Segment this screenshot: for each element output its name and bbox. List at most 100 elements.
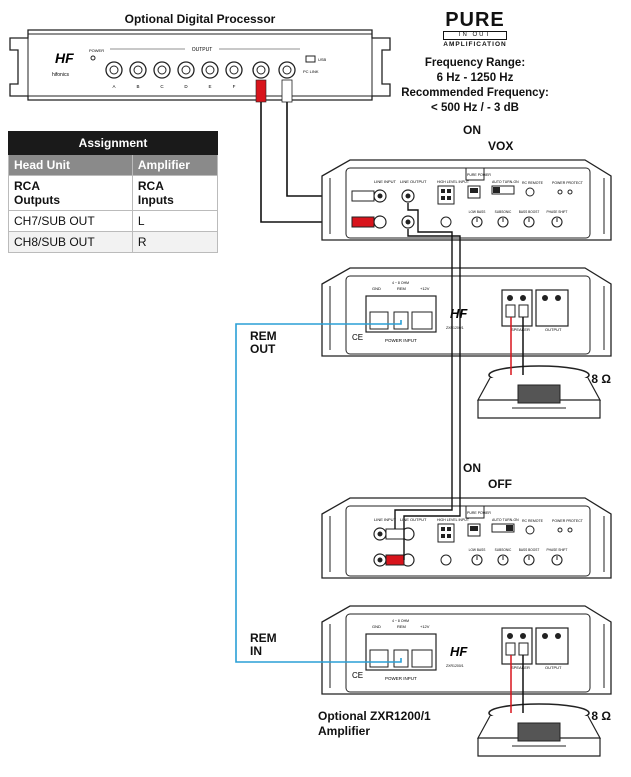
sub1-base [477,400,601,419]
amp1-auto-turn-on-switch[interactable] [491,185,515,195]
amp1-pure-power-switch-knob [470,188,478,193]
amp1-rem-label: REM [397,286,406,291]
amp2-line-output-label: LINE OUTPUT [400,517,427,522]
amp2-gnd-terminal [369,649,389,668]
amp1-pure-power-badge [465,167,485,181]
amp2-pure-power-label: PURE POWER [467,511,491,515]
amp1-bottom-faceplate [345,275,591,355]
processor-channel-label: C [160,84,164,89]
amp1-vox-label: VOX [488,139,514,153]
amp1-line-in-r-jack [373,215,387,229]
amp1-line-in-l-pin [377,193,383,199]
amp1-high-level-label: HIGH LEVEL INPUT [437,180,470,184]
output-label-bg [185,45,219,52]
processor-usb-label: USB [318,57,327,62]
amp2-off-label: OFF [488,477,512,491]
amp2-ohm-note: 4 ~ 8 OHM [392,619,409,623]
amp1-line-output-label: LINE OUTPUT [400,179,427,184]
amp2-ce-mark: CE [352,671,363,680]
processor-channel-label: F [233,84,236,89]
amp2-remote-label: RC REMOTE [522,519,544,523]
amp1-protect-led-icon [567,189,573,195]
amp2-output-terminal-block [535,627,569,665]
amp1-line-input-label: LINE INPUT [374,179,397,184]
amp2-output-screw1 [542,633,548,639]
amp-knob-label: BASS BOOST [519,210,540,214]
pc-link-port-icon [305,55,316,63]
amp-knob-label: LOW BASS [469,548,486,552]
amp1-gnd-label: GND [372,286,381,291]
amp2-12v-terminal [411,649,433,668]
frequency-range-label: Frequency Range: [424,57,526,69]
amp1-gain-knob [440,216,452,228]
processor-pc-link-label: PC LINK [303,69,319,74]
processor-rca-jack-center [256,65,266,75]
logo-word-pure: PURE [445,9,505,31]
sub2-magnet [517,722,561,742]
pure-amplification-logo: PURE IN OUT AMPLIFICATION [440,10,510,54]
amp-knob-label: PHASE SHIFT [547,548,568,552]
amp2-speaker-screw2 [520,633,526,639]
amp1-pure-power-label: PURE POWER [467,173,491,177]
amp2-power-input-label: POWER INPUT [385,676,417,681]
amp1-remote-label: RC REMOTE [522,181,544,185]
logo-word-amplification: AMPLIFICATION [443,41,507,48]
amp1-input-panel: LINE INPUT LINE OUTPUT HIGH LEVEL INPUT … [321,159,612,241]
amp2-auto-turn-on-switch-knob [506,525,513,531]
amp2-hl-pin3 [441,534,445,538]
amp2-auto-turn-on-switch[interactable] [491,523,515,533]
processor-power-label: POWER [89,48,104,53]
amp2-power-panel: CE GND REM +12V 4 ~ 8 OHM POWER INPUT HF… [321,605,612,695]
amp-knob-label: SUBSONIC [495,548,512,552]
rem-in-label: REM IN [250,631,277,658]
amp2-rem-label: REM [397,624,406,629]
processor-title: Optional Digital Processor [124,12,276,26]
processor-channel-label: B [136,84,139,89]
amp1-hl-pin3 [441,196,445,200]
white-rca-plug [281,79,293,103]
amp2-line-input-label: LINE INPUT [374,517,397,522]
amp1-power-protect-label: POWER PROTECT [552,181,584,185]
amp2-pure-power-switch-knob [470,526,478,531]
processor-brand: hifonics [52,72,69,78]
amp2-output-screw2 [555,633,561,639]
amp2-brand-mark: HF [450,644,468,659]
amp1-hl-pin2 [447,189,451,193]
chain-cable-left [394,203,453,529]
amp2-caption: Optional ZXR1200/1 Amplifier [318,709,431,739]
amp1-high-level-connector [437,185,455,205]
recommended-frequency-label: Recommended Frequency: [401,87,549,99]
red-rca-plug [255,79,267,103]
amp1-ce-mark: CE [352,333,363,342]
frequency-range-value: 6 Hz - 1250 Hz [436,72,514,84]
processor-rca-jack-center [109,65,119,75]
amp1-output-terminal-block [535,289,569,327]
processor-brand-mark: HF [55,50,74,66]
amp1-gnd-terminal [369,311,389,330]
amp2-power-led-icon [557,527,563,533]
processor-chassis [9,29,391,101]
amp2-caption-line2: Amplifier [318,724,371,738]
amp-knob-label: BASS BOOST [519,548,540,552]
assignment-title: Assignment [8,131,218,155]
amp1-output-screw2 [555,295,561,301]
cell-rca-outputs: RCA Outputs [8,175,133,211]
amp1-output-label: OUTPUT [545,327,562,332]
amp2-caption-line1: Optional ZXR1200/1 [318,709,431,723]
amp2-input-panel: LINE INPUT LINE OUTPUT HIGH LEVEL INPUT … [321,497,612,579]
amp1-line-out-r-pin [405,219,411,225]
amp1-white-plug [351,190,375,202]
amp2-line-in-l-pin [377,531,383,537]
amp1-ohm-note: 4 ~ 8 OHM [392,281,409,285]
amp2-speaker-plus [505,642,516,656]
amp2-speaker-label: SPEAKER [511,665,530,670]
amp2-speaker-screw1 [507,633,513,639]
amp1-speaker-screw2 [520,295,526,301]
amp2-12v-label: +12V [420,624,430,629]
amp1-brand-mark: HF [450,306,468,321]
amp2-red-plug [385,554,405,566]
